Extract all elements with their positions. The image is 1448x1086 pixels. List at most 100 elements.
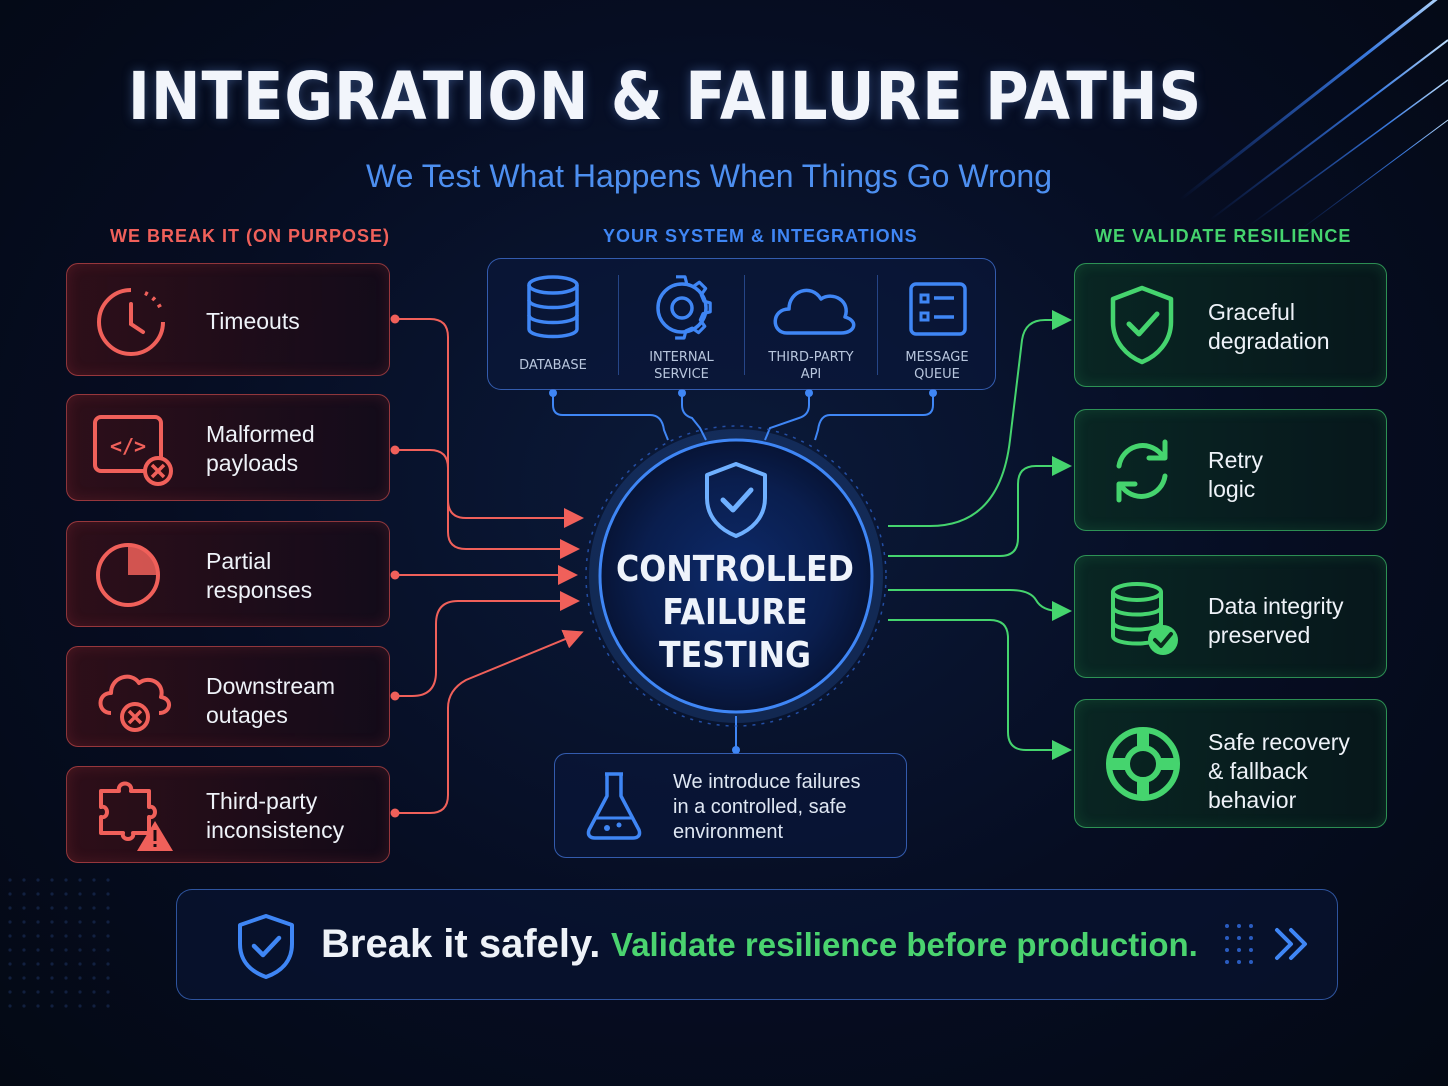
bg-dot xyxy=(78,920,82,924)
page-title: INTEGRATION & FAILURE PATHS xyxy=(127,58,1203,135)
bg-dot xyxy=(8,906,12,910)
bg-dot xyxy=(92,906,96,910)
double-chevron-right-icon[interactable] xyxy=(1271,924,1311,964)
connector-integrity xyxy=(888,589,1072,621)
bg-dot xyxy=(36,962,40,966)
bg-dot xyxy=(64,878,68,882)
connector-malformed xyxy=(395,449,580,559)
pie-partial-icon xyxy=(96,543,160,607)
center-hub xyxy=(585,425,887,727)
bg-dot xyxy=(106,976,110,980)
right-column-heading: WE VALIDATE RESILIENCE xyxy=(1095,226,1352,246)
bg-dot xyxy=(64,934,68,938)
footer-banner: Break it safely. Validate resilience bef… xyxy=(176,889,1338,1000)
shield-check-icon xyxy=(1110,285,1174,365)
failure-label: Timeouts xyxy=(206,308,300,334)
database-icon xyxy=(527,275,579,339)
label-line-2: responses xyxy=(206,577,313,603)
system-item-label: DATABASE xyxy=(519,358,587,373)
bg-dot xyxy=(22,906,26,910)
bg-dot xyxy=(8,920,12,924)
shield-check-icon xyxy=(238,914,294,979)
divider xyxy=(618,275,619,375)
bg-dot xyxy=(8,1004,12,1008)
bg-dot xyxy=(92,934,96,938)
bg-dot xyxy=(92,892,96,896)
bg-dot xyxy=(78,962,82,966)
bg-dot xyxy=(106,948,110,952)
bg-dot xyxy=(22,920,26,924)
bg-dot xyxy=(78,906,82,910)
bg-dot xyxy=(106,878,110,882)
bg-dot xyxy=(50,948,54,952)
system-connectors xyxy=(552,393,934,750)
bg-dot xyxy=(106,1004,110,1008)
bg-dot xyxy=(22,962,26,966)
bg-dot xyxy=(78,948,82,952)
flask-icon xyxy=(586,772,642,840)
bg-dot xyxy=(22,976,26,980)
bg-dot xyxy=(64,976,68,980)
system-item-database: DATABASE xyxy=(488,259,618,391)
center-column-heading: YOUR SYSTEM & INTEGRATIONS xyxy=(603,226,918,246)
label-line-1: Downstream xyxy=(206,673,336,699)
bg-dot xyxy=(64,962,68,966)
svg-text:</>: </> xyxy=(110,434,146,458)
shield-check-icon xyxy=(705,462,767,538)
bg-dot xyxy=(78,990,82,994)
failure-label: Partial responses xyxy=(206,547,312,605)
dot-pattern xyxy=(8,878,110,1008)
connector-graceful xyxy=(888,310,1072,527)
bg-dot xyxy=(8,892,12,896)
bg-dot xyxy=(36,920,40,924)
divider xyxy=(877,275,878,375)
bg-dot xyxy=(50,934,54,938)
bg-dot xyxy=(22,892,26,896)
label-line-1: Third-party xyxy=(206,788,318,814)
stopwatch-icon xyxy=(97,288,165,356)
bg-dot xyxy=(78,976,82,980)
left-column-heading: WE BREAK IT (ON PURPOSE) xyxy=(110,226,391,246)
database-check-icon xyxy=(1111,582,1178,655)
label-line-1: Partial xyxy=(206,548,272,574)
bg-dot xyxy=(64,906,68,910)
footer-text-primary: Break it safely. xyxy=(321,922,601,966)
connector-timeouts xyxy=(395,318,584,528)
refresh-icon xyxy=(1116,439,1168,503)
outcome-connectors xyxy=(888,310,1072,760)
code-error-icon: </> xyxy=(93,415,173,486)
bg-dot xyxy=(50,920,54,924)
gear-icon xyxy=(656,275,712,340)
bg-dot xyxy=(92,920,96,924)
connector-third-party xyxy=(395,629,584,814)
connector-downstream xyxy=(395,591,580,697)
bg-dot xyxy=(106,990,110,994)
failure-label: Downstream outages xyxy=(206,672,335,730)
bg-dot xyxy=(106,934,110,938)
light-streaks xyxy=(1179,0,1448,231)
bg-dot xyxy=(36,948,40,952)
failure-connectors xyxy=(395,318,584,814)
bg-dot xyxy=(36,906,40,910)
bg-dot xyxy=(22,878,26,882)
bg-dot xyxy=(50,1004,54,1008)
bg-dot xyxy=(36,990,40,994)
bg-dot xyxy=(22,1004,26,1008)
bg-dot xyxy=(8,990,12,994)
label-line-2: outages xyxy=(206,702,288,728)
bg-dot xyxy=(92,1004,96,1008)
bg-dot xyxy=(8,934,12,938)
